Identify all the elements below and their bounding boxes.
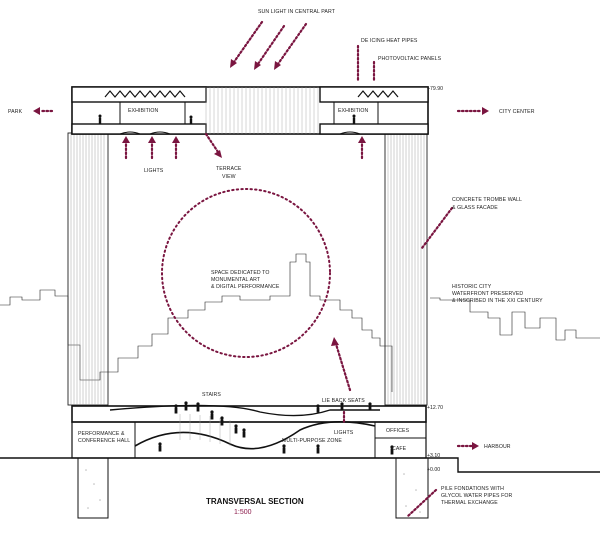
multi-purpose-label: MULTI-PURPOSE ZONE	[282, 438, 342, 444]
trombe-wall-pointer	[420, 206, 454, 250]
ground-and-piles	[0, 457, 600, 519]
trombe-label-line2: & GLASS FACADE	[452, 205, 498, 211]
level-top: +79.90	[427, 86, 443, 92]
stairs-label: STAIRS	[202, 392, 221, 398]
right-tower-facade	[384, 132, 428, 406]
pile-label-line1: PILE FONDATIONS WITH	[441, 486, 504, 492]
park-arrow	[33, 107, 54, 115]
historic-label-line1: HISTORIC CITY	[452, 284, 492, 290]
lights-top-label: LIGHTS	[144, 168, 164, 174]
harbour-arrow	[456, 442, 479, 450]
exhibition-right-label: EXHIBITION	[338, 108, 369, 114]
photovoltaic-label: PHOTOVOLTAIC PANELS	[378, 56, 442, 62]
level-ground: +3.10	[427, 453, 440, 459]
performance-label-line1: PERFORMANCE &	[78, 431, 125, 437]
space-label-line3: & DIGITAL PERFORMANCE	[211, 284, 280, 290]
space-label-line1: SPACE DEDICATED TO	[211, 270, 270, 276]
lie-back-seats-arrow	[331, 337, 352, 392]
lights-bottom-label: LIGHTS	[334, 430, 354, 436]
pile-pointer	[406, 488, 438, 518]
section-title: TRANSVERSAL SECTION	[206, 497, 304, 506]
park-label: PARK	[8, 109, 23, 115]
podium-building	[71, 401, 427, 459]
cafe-label: CAFE	[392, 446, 407, 452]
historic-skyline	[0, 253, 393, 392]
pile-label-line3: THERMAL EXCHANGE	[441, 500, 498, 506]
sunlight-label: SUN LIGHT IN CENTRAL PART	[258, 9, 336, 15]
lie-back-label: LIE BACK SEATS	[322, 398, 365, 404]
historic-label-line2: WATERFRONT PRESERVED	[452, 291, 523, 297]
historic-skyline-right	[430, 297, 600, 341]
harbour-label: HARBOUR	[484, 444, 511, 450]
offices-label: OFFICES	[386, 428, 410, 434]
level-podium: +12.70	[427, 405, 443, 411]
sunlight-arrows	[230, 20, 308, 70]
exhibition-left-label: EXHIBITION	[128, 108, 159, 114]
pile-label-line2: GLYCOL WATER PIPES FOR	[441, 493, 513, 499]
deicing-label: DE ICING HEAT PIPES	[361, 38, 418, 44]
terrace-label-line1: TERRACE	[216, 166, 242, 172]
space-label-line2: MONUMENTAL ART	[211, 277, 261, 283]
performance-label-line2: CONFERENCE HALL	[78, 438, 130, 444]
monumental-space-circle	[161, 188, 331, 358]
lights-top-arrows	[122, 136, 366, 160]
top-bridge	[71, 86, 429, 135]
city-center-label: CITY CENTER	[499, 109, 535, 115]
trombe-label-line1: CONCRETE TROMBE WALL	[452, 197, 522, 203]
historic-label-line3: & INSCRIBED IN THE XXI CENTURY	[452, 298, 543, 304]
terrace-view-arrow	[204, 132, 222, 158]
level-zero: +0.00	[427, 467, 440, 473]
left-tower-facade	[67, 132, 109, 406]
section-scale: 1:500	[234, 509, 252, 516]
terrace-label-line2: VIEW	[222, 174, 236, 180]
city-center-arrow	[456, 107, 489, 115]
